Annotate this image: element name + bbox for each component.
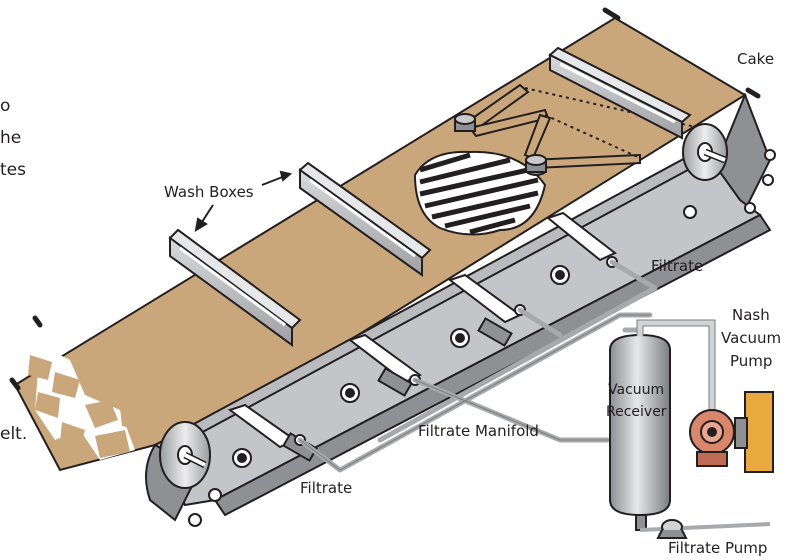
vacuum-receiver-label-2: Receiver — [606, 404, 667, 420]
wash-box-3 — [548, 46, 692, 140]
cropped-text-line2: he — [0, 128, 22, 148]
nash-pump-label-1: Nash — [732, 306, 770, 324]
filtrate-manifold-label: Filtrate Manifold — [418, 422, 539, 440]
vacuum-receiver — [609, 333, 671, 531]
cropped-text-line3: tes — [0, 160, 26, 180]
drive-linkage — [454, 83, 701, 176]
nash-vacuum-pump — [689, 391, 774, 473]
vacuum-line — [637, 320, 715, 415]
cropped-text-line4: elt. — [0, 424, 28, 444]
wash-box-2 — [298, 161, 432, 277]
head-pulley — [682, 123, 728, 181]
belt-edge-marks — [9, 7, 761, 391]
nash-pump-label-3: Pump — [730, 352, 773, 370]
nash-pump-label-2: Vacuum — [721, 329, 782, 347]
filtrate-pump-label: Filtrate Pump — [668, 539, 768, 557]
belt-cutaway — [413, 150, 547, 236]
cropped-text-line1: o — [0, 96, 11, 116]
filtrate-pump — [639, 519, 771, 539]
vacuum-line-outline — [636, 319, 716, 415]
vacuum-receiver-label-1: Vacuum — [608, 382, 665, 398]
tail-pulley — [145, 421, 222, 527]
cake-label: Cake — [737, 50, 775, 68]
wash-boxes-label: Wash Boxes — [164, 183, 254, 201]
wash-box-1 — [168, 228, 302, 347]
filtrate-label-bottom: Filtrate — [300, 479, 353, 497]
wash-boxes-arrows — [194, 170, 293, 232]
filtrate-label-right: Filtrate — [651, 257, 704, 275]
